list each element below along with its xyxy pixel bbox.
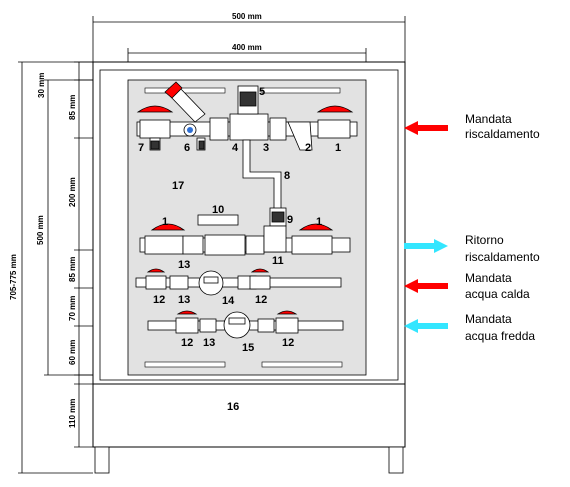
callout-12a: 12 bbox=[153, 294, 165, 306]
label-mandata-calda-2: acqua calda bbox=[465, 287, 530, 301]
arrow-left-cyan-icon bbox=[404, 319, 448, 333]
dim-seg-85: 85 mm bbox=[68, 95, 77, 120]
callout-7: 7 bbox=[138, 142, 144, 154]
arrow-left-red-hot-icon bbox=[404, 279, 448, 293]
callout-13b: 13 bbox=[178, 294, 190, 306]
dim-seg-60: 60 mm bbox=[68, 340, 77, 365]
callout-12d: 12 bbox=[282, 337, 294, 349]
heating-supply-line bbox=[136, 81, 358, 151]
dim-inner-width: 400 mm bbox=[232, 43, 262, 52]
callout-17: 17 bbox=[172, 180, 184, 192]
hot-water-line bbox=[135, 268, 342, 296]
callout-6: 6 bbox=[184, 142, 190, 154]
callout-numbers: 1 2 3 4 5 6 7 8 9 10 11 1 1 13 12 13 14 … bbox=[138, 86, 341, 413]
dim-seg-30: 30 mm bbox=[37, 73, 46, 98]
callout-8: 8 bbox=[284, 170, 290, 182]
riser-pipe bbox=[242, 139, 287, 227]
cold-water-line bbox=[147, 310, 344, 339]
dim-seg-70: 70 mm bbox=[68, 296, 77, 321]
callout-15: 15 bbox=[242, 342, 254, 354]
callout-12c: 12 bbox=[181, 337, 193, 349]
callout-12b: 12 bbox=[255, 294, 267, 306]
callout-2: 2 bbox=[305, 142, 311, 154]
dim-total-width: 500 mm bbox=[232, 12, 262, 21]
dim-seg-200: 200 mm bbox=[68, 177, 77, 207]
callout-16: 16 bbox=[227, 401, 239, 413]
callout-3: 3 bbox=[263, 142, 269, 154]
callout-5: 5 bbox=[259, 86, 265, 98]
callout-4: 4 bbox=[232, 142, 239, 154]
callout-11: 11 bbox=[272, 255, 284, 267]
callout-1a: 1 bbox=[335, 142, 341, 154]
label-mandata-calda-1: Mandata bbox=[465, 271, 512, 285]
arrow-right-cyan-icon bbox=[404, 239, 448, 253]
label-mandata-fredda-1: Mandata bbox=[465, 312, 512, 326]
label-mandata-fredda-2: acqua fredda bbox=[465, 329, 535, 343]
mounting-rails bbox=[144, 87, 343, 368]
dim-total-height: 705-775 mm bbox=[9, 254, 18, 300]
label-mandata-riscaldamento-1: Mandata bbox=[465, 112, 512, 126]
label-ritorno-2: riscaldamento bbox=[465, 250, 540, 264]
arrow-left-red-icon bbox=[404, 121, 448, 135]
callout-10: 10 bbox=[212, 204, 224, 216]
callout-1b: 1 bbox=[162, 216, 168, 228]
label-mandata-riscaldamento-2: riscaldamento bbox=[465, 127, 540, 141]
callout-9: 9 bbox=[287, 214, 293, 226]
callout-13a: 13 bbox=[178, 259, 190, 271]
label-ritorno-1: Ritorno bbox=[465, 233, 504, 247]
callout-13c: 13 bbox=[203, 337, 215, 349]
dim-seg-110: 110 mm bbox=[68, 399, 77, 428]
heating-return-line bbox=[139, 214, 351, 256]
callout-14: 14 bbox=[222, 295, 235, 307]
dim-panel-height: 500 mm bbox=[36, 215, 45, 245]
flow-legend: Mandata riscaldamento Ritorno riscaldame… bbox=[404, 112, 540, 343]
callout-1c: 1 bbox=[316, 216, 322, 228]
dim-seg-85b: 85 mm bbox=[68, 257, 77, 282]
